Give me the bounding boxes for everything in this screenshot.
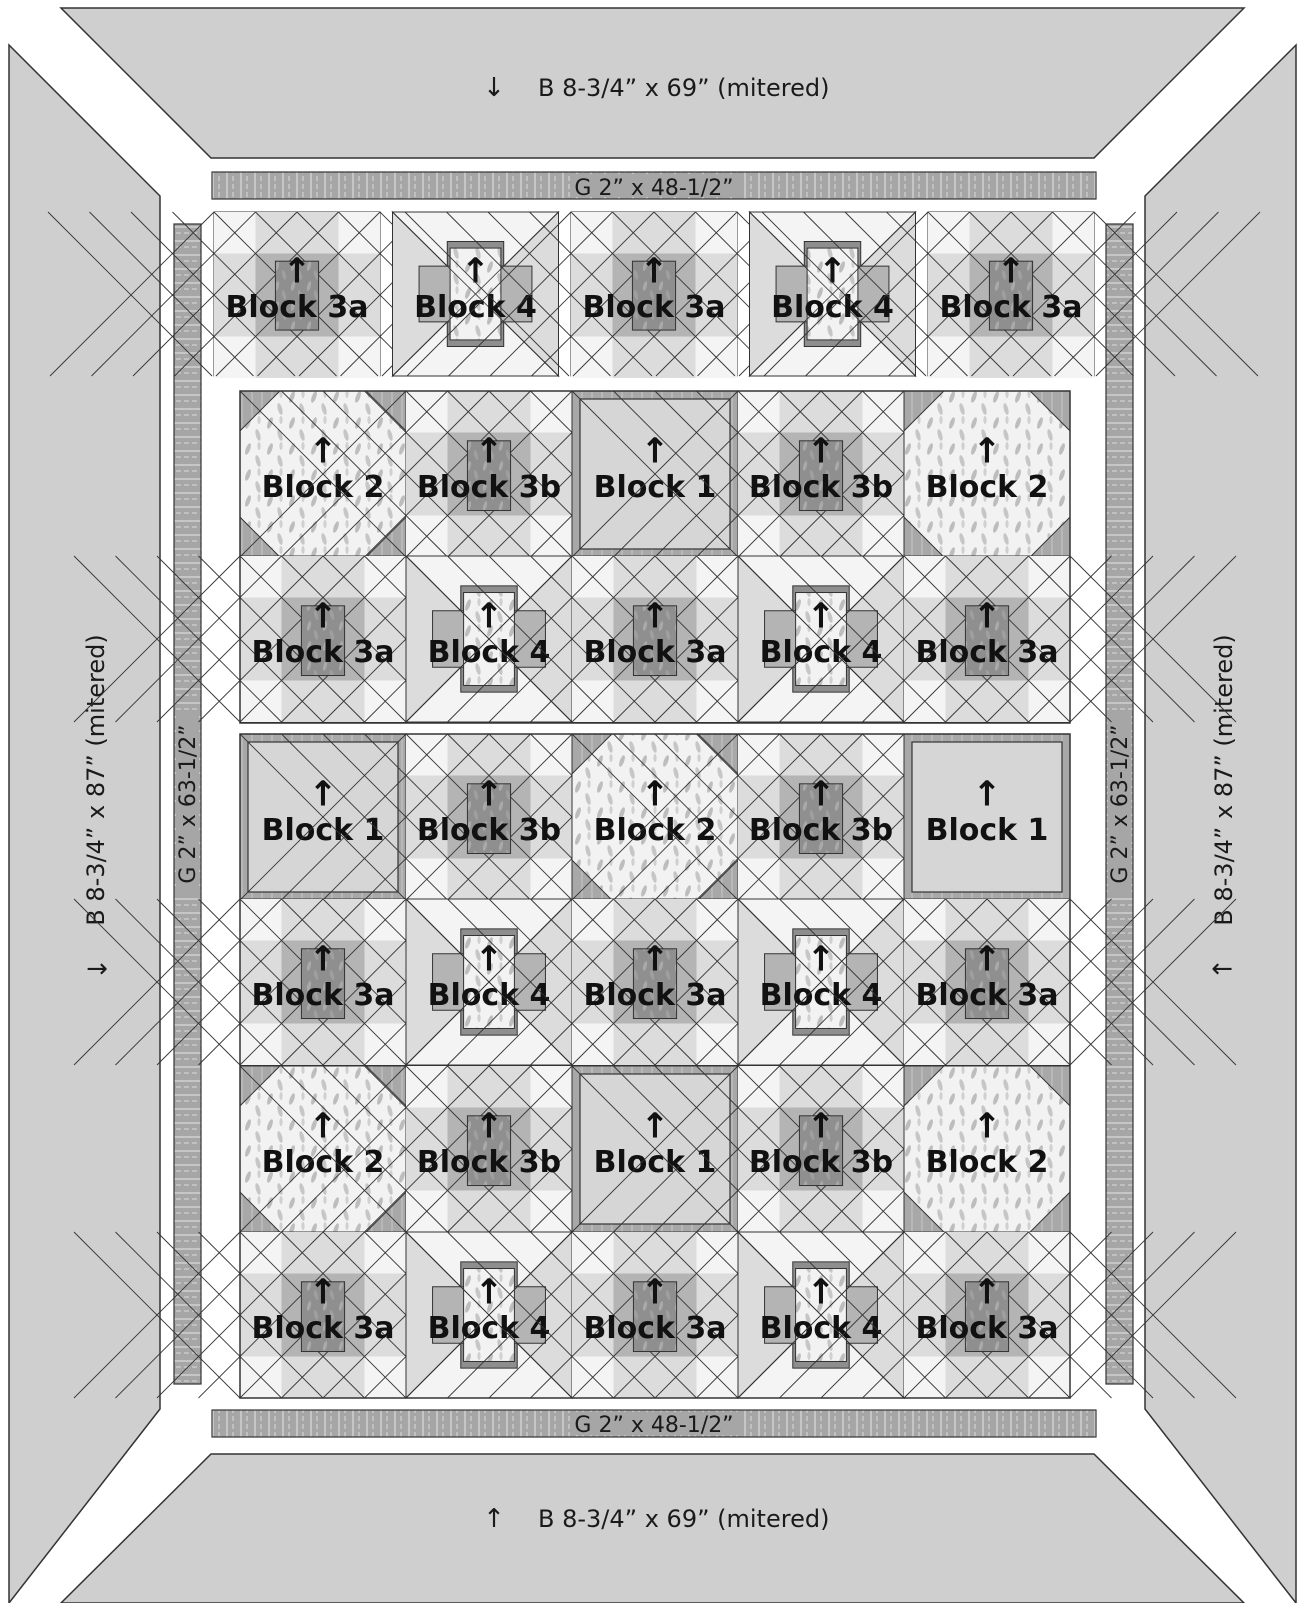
block-label: Block 3a (915, 1311, 1058, 1346)
up-arrow-icon: ↑ (818, 252, 847, 292)
up-arrow-icon: ↑ (461, 252, 490, 292)
quilt-block: ↑Block 4 (393, 212, 559, 376)
strip-top-label: G 2” x 48-1/2” (574, 176, 733, 201)
top-block-row: ↑Block 3a↑Block 4↑Block 3a↑Block 4↑Block… (48, 212, 1260, 378)
block-label: Block 2 (926, 1145, 1049, 1180)
up-arrow-icon: ↑ (807, 431, 836, 471)
up-arrow-icon: ↑ (973, 1106, 1002, 1146)
up-arrow-icon: ↑ (309, 939, 338, 979)
up-arrow-icon: ↑ (475, 431, 504, 471)
up-arrow-icon: ↑ (475, 596, 504, 636)
up-arrow-icon: ↑ (973, 431, 1002, 471)
up-arrow-icon: ↑ (641, 1272, 670, 1312)
strip-right-label: G 2” x 63-1/2” (1108, 724, 1133, 883)
block-label: Block 3b (749, 813, 893, 848)
up-arrow-icon: ↑ (475, 1272, 504, 1312)
block-label: Block 3b (417, 813, 561, 848)
block-label: Block 2 (926, 470, 1049, 505)
strip-left-label: G 2” x 63-1/2” (176, 724, 201, 883)
right-arrow-icon: → (86, 954, 108, 984)
block-label: Block 3a (583, 978, 726, 1013)
up-arrow-icon: ↑ (973, 774, 1002, 814)
block-label: Block 3a (939, 290, 1082, 325)
up-arrow-icon: ↑ (641, 774, 670, 814)
main-block-grid: ↑Block 2↑Block 3b↑Block 1↑Block 3b↑Block… (74, 391, 1236, 1398)
quilt-block: ↑Block 2 (904, 391, 1070, 557)
border-bottom-label: B 8-3/4” x 69” (mitered) (538, 1505, 829, 1533)
up-arrow-icon: ↑ (475, 1106, 504, 1146)
block-label: Block 3a (225, 290, 368, 325)
up-arrow-icon: ↑ (973, 596, 1002, 636)
up-arrow-icon: ↑ (309, 1106, 338, 1146)
block-label: Block 3a (251, 1311, 394, 1346)
up-arrow-icon: ↑ (483, 1504, 505, 1534)
quilt-block: ↑Block 2 (904, 1066, 1070, 1232)
border-left-label-group: B 8-3/4” x 87” (mitered) (82, 634, 110, 925)
block-label: Block 3b (417, 470, 561, 505)
up-arrow-icon: ↑ (475, 774, 504, 814)
up-arrow-icon: ↑ (997, 252, 1026, 292)
block-label: Block 3a (915, 978, 1058, 1013)
block-label: Block 1 (926, 813, 1049, 848)
up-arrow-icon: ↑ (807, 1106, 836, 1146)
up-arrow-icon: ↑ (309, 596, 338, 636)
up-arrow-icon: ↑ (283, 252, 312, 292)
border-right-label: B 8-3/4” x 87” (mitered) (1210, 634, 1238, 925)
up-arrow-icon: ↑ (807, 1272, 836, 1312)
up-arrow-icon: ↑ (973, 939, 1002, 979)
up-arrow-icon: ↑ (807, 939, 836, 979)
up-arrow-icon: ↑ (641, 1106, 670, 1146)
quilt-block: ↑Block 4 (750, 212, 916, 376)
border-left-label: B 8-3/4” x 87” (mitered) (82, 634, 110, 925)
block-label: Block 3a (582, 290, 725, 325)
up-arrow-icon: ↑ (807, 596, 836, 636)
up-arrow-icon: ↑ (309, 1272, 338, 1312)
up-arrow-icon: ↑ (641, 431, 670, 471)
up-arrow-icon: ↑ (309, 431, 338, 471)
down-arrow-icon: ↓ (483, 73, 505, 103)
block-label: Block 3a (915, 635, 1058, 670)
up-arrow-icon: ↑ (475, 939, 504, 979)
strip-bottom-label: G 2” x 48-1/2” (574, 1413, 733, 1438)
up-arrow-icon: ↑ (973, 1272, 1002, 1312)
block-label: Block 3b (749, 1145, 893, 1180)
left-arrow-icon: ← (1211, 954, 1233, 984)
up-arrow-icon: ↑ (309, 774, 338, 814)
up-arrow-icon: ↑ (640, 252, 669, 292)
up-arrow-icon: ↑ (641, 939, 670, 979)
up-arrow-icon: ↑ (641, 596, 670, 636)
up-arrow-icon: ↑ (807, 774, 836, 814)
block-label: Block 3b (749, 470, 893, 505)
quilt-block: ↑Block 1 (904, 734, 1070, 900)
border-right-label-group: B 8-3/4” x 87” (mitered) (1210, 634, 1238, 925)
block-label: Block 3a (583, 635, 726, 670)
border-top-label: B 8-3/4” x 69” (mitered) (538, 74, 829, 102)
block-label: Block 3a (583, 1311, 726, 1346)
block-label: Block 3a (251, 978, 394, 1013)
block-label: Block 3b (417, 1145, 561, 1180)
block-label: Block 3a (251, 635, 394, 670)
